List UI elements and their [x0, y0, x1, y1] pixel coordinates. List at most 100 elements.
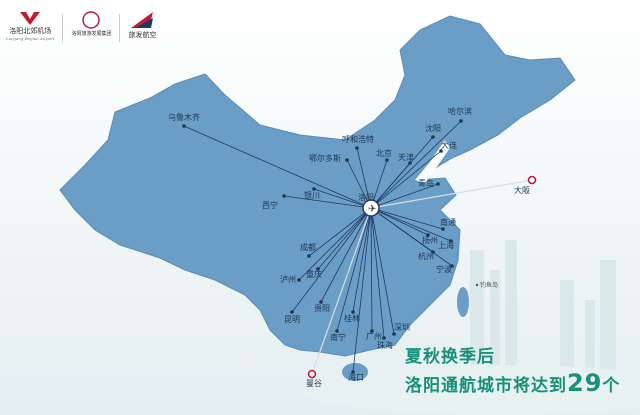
route-hohhot [356, 147, 372, 209]
divider [62, 14, 64, 42]
luoyang-airport-logo: 洛阳北郊机场 Luoyang Beijiao Airport [6, 10, 54, 41]
route-chengdu [308, 207, 372, 257]
city-marker [459, 119, 463, 123]
airport-logo-text: 洛阳北郊机场 [9, 27, 52, 35]
city-marker [355, 146, 359, 150]
city-marker [370, 329, 374, 333]
city-label: 重庆 [306, 269, 322, 279]
city-marker [527, 175, 537, 185]
city-beijing[interactable]: 北京 [376, 148, 392, 162]
route-kunming [291, 207, 372, 313]
route-harbin [370, 120, 462, 209]
airplane-icon: ✈ [368, 204, 376, 215]
city-label: 昆明 [284, 315, 300, 324]
city-label: 哈尔滨 [448, 106, 472, 116]
hainan-island [342, 363, 368, 381]
city-yinchuan[interactable]: 银川 [304, 187, 320, 200]
city-label: 乌鲁木齐 [168, 112, 200, 122]
route-dalian [370, 150, 442, 209]
city-urumqi[interactable]: 乌鲁木齐 [168, 112, 200, 128]
city-yangzhou[interactable]: 扬州 [422, 233, 438, 245]
diaoyu-text: 钓鱼岛 [480, 281, 498, 289]
city-label: 鄂尔多斯 [309, 153, 341, 163]
city-ningbo[interactable]: 宁波 [436, 264, 454, 274]
city-label: 广州 [366, 331, 382, 341]
airport-logo-subtitle: Luoyang Beijiao Airport [6, 36, 55, 41]
city-marker [316, 267, 320, 271]
city-tianjin[interactable]: 天津 [398, 152, 414, 165]
route-bangkok [311, 207, 372, 375]
city-guiyang[interactable]: 贵阳 [314, 300, 330, 313]
route-guilin [352, 207, 372, 313]
city-xining[interactable]: 西宁 [262, 194, 286, 210]
city-marker [297, 278, 301, 282]
route-yangzhou [370, 207, 429, 236]
divider [119, 14, 121, 42]
city-guangzhou[interactable]: 广州 [366, 329, 382, 341]
hub-label: 洛阳 [358, 192, 374, 202]
city-dalian[interactable]: 大连 [439, 140, 457, 153]
city-label: 呼和浩特 [342, 134, 374, 144]
city-shenyang[interactable]: 沈阳 [425, 123, 441, 139]
city-skyline [300, 240, 640, 415]
city-ordos[interactable]: 鄂尔多斯 [309, 153, 349, 163]
city-marker [182, 124, 186, 128]
city-zhuhai[interactable]: 珠海 [377, 336, 393, 350]
city-label: 成都 [300, 242, 316, 252]
city-nantong[interactable]: 南通 [440, 217, 456, 231]
city-label: 深圳 [394, 322, 410, 332]
city-luzhou[interactable]: 泸州 [280, 274, 301, 284]
city-label: 杭州 [418, 251, 434, 261]
city-marker [449, 239, 453, 243]
city-harbin[interactable]: 哈尔滨 [448, 106, 472, 123]
city-label: 北京 [376, 148, 392, 158]
city-marker [282, 194, 286, 198]
city-chengdu[interactable]: 成都 [300, 242, 316, 258]
city-marker [290, 310, 294, 314]
route-count: 29 [567, 369, 603, 397]
headline-line1: 夏秋换季后 [405, 347, 495, 367]
city-marker [385, 158, 389, 162]
city-marker [431, 135, 435, 139]
route-osaka [370, 179, 533, 209]
city-kunming[interactable]: 昆明 [284, 310, 300, 324]
tourism-group-logo: 洛阳旅游发展集团 [71, 10, 111, 37]
city-chongqing[interactable]: 重庆 [306, 267, 322, 279]
city-label: 桂林 [344, 313, 360, 323]
city-hohhot[interactable]: 呼和浩特 [342, 134, 374, 150]
city-label: 扬州 [422, 235, 438, 245]
city-hangzhou[interactable]: 杭州 [418, 250, 435, 261]
city-shanghai[interactable]: 上海 [438, 239, 454, 250]
city-marker [319, 300, 323, 304]
city-label: 上海 [438, 240, 454, 250]
city-marker [335, 329, 339, 333]
city-marker [436, 182, 440, 186]
headline-suffix: 个 [602, 376, 621, 396]
city-label: 南宁 [330, 332, 346, 342]
route-luzhou [298, 207, 372, 281]
hub-marker [362, 199, 380, 217]
city-marker [307, 369, 317, 379]
city-marker [312, 187, 316, 191]
city-shenzhen[interactable]: 深圳 [392, 322, 410, 336]
city-label: 南通 [440, 217, 456, 227]
route-ningbo [370, 207, 453, 267]
city-marker [431, 250, 435, 254]
city-osaka[interactable]: 大阪 [514, 175, 537, 196]
hub-luoyang[interactable]: ✈ 洛阳 [358, 192, 380, 217]
route-nanning [336, 207, 372, 332]
diaoyu-label: 钓鱼岛 [475, 281, 498, 289]
city-label: 银川 [304, 190, 320, 200]
city-label: 泸州 [280, 274, 296, 284]
city-nanning[interactable]: 南宁 [330, 329, 346, 342]
logo-bar: 洛阳北郊机场 Luoyang Beijiao Airport 洛阳旅游发展集团 … [6, 10, 156, 42]
china-mainland [59, 15, 576, 357]
city-label: 西宁 [262, 200, 278, 210]
city-bangkok[interactable]: 曼谷 [306, 369, 322, 389]
route-haikou [352, 207, 372, 373]
city-guilin[interactable]: 桂林 [344, 310, 360, 323]
city-qingdao[interactable]: 青岛 [418, 178, 440, 188]
city-marker [450, 264, 454, 268]
city-haikou[interactable]: 海口 [348, 370, 364, 382]
